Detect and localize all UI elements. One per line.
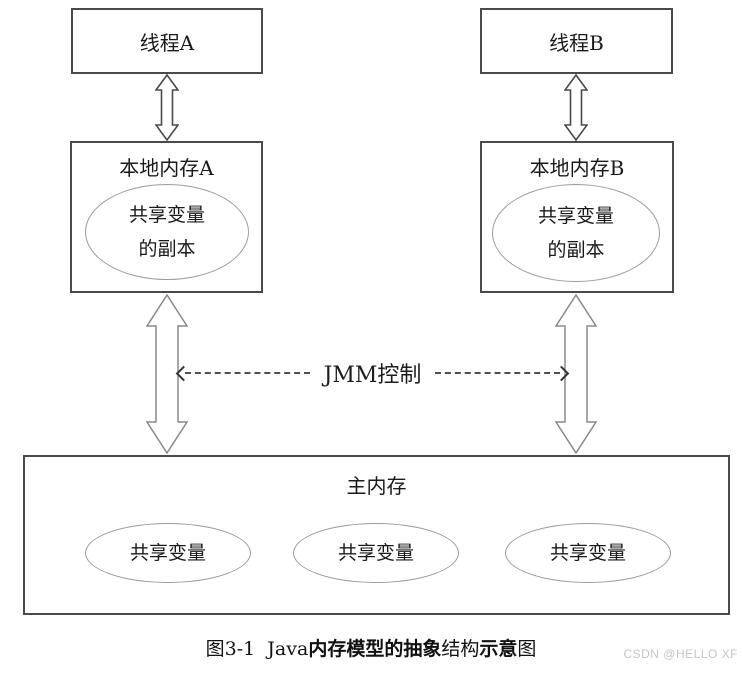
main-memory-title: 主内存 — [346, 474, 407, 498]
shared-var-label: 共享变量 — [129, 541, 206, 564]
thread-a-local-a-double-arrow-icon — [155, 74, 179, 141]
local-a-main-memory-double-arrow-icon — [146, 294, 188, 454]
shared-copy-line1: 共享变量 — [537, 204, 614, 227]
shared-copy-line1: 共享变量 — [128, 203, 205, 226]
main-memory-shared-var-ellipse: 共享变量 — [85, 523, 251, 583]
shared-copy-line2: 的副本 — [547, 239, 605, 261]
shared-var-label: 共享变量 — [549, 541, 626, 564]
local-memory-b-title: 本地内存B — [529, 156, 625, 180]
shared-copy-line2: 的副本 — [138, 238, 196, 260]
dashed-line-left — [185, 372, 310, 374]
caption-segment: 图 — [517, 638, 537, 660]
local-memory-b-shared-copy-ellipse: 共享变量 的副本 — [492, 184, 660, 282]
local-memory-a-title: 本地内存A — [119, 156, 214, 180]
shared-var-label: 共享变量 — [337, 541, 414, 564]
jmm-control-label: JMM控制 — [323, 363, 422, 388]
local-memory-a-shared-copy-ellipse: 共享变量 的副本 — [85, 184, 249, 280]
figure-caption: 图3-1 Java内存模型的抽象结构示意图 — [0, 634, 742, 661]
thread-b-local-b-double-arrow-icon — [564, 74, 588, 141]
dashed-line-right — [435, 372, 560, 374]
dashed-arrowhead-right-icon — [553, 365, 570, 381]
thread-b-label: 线程B — [549, 30, 604, 55]
dashed-arrowhead-left-icon — [175, 365, 192, 381]
main-memory-shared-var-ellipse: 共享变量 — [293, 523, 459, 583]
jmm-control-connector: JMM控制 — [175, 359, 570, 388]
main-memory-shared-var-ellipse: 共享变量 — [505, 523, 671, 583]
caption-segment: 图3-1 Java — [205, 638, 309, 660]
caption-segment: 内存模型的抽象 — [308, 639, 442, 660]
csdn-watermark: CSDN @HELLO XF — [623, 647, 738, 661]
caption-segment: 示意 — [479, 639, 518, 660]
thread-a-label: 线程A — [139, 30, 195, 55]
local-b-main-memory-double-arrow-icon — [555, 294, 597, 454]
caption-segment: 结构 — [441, 638, 480, 660]
thread-a-box: 线程A — [71, 8, 263, 74]
thread-b-box: 线程B — [480, 8, 673, 74]
